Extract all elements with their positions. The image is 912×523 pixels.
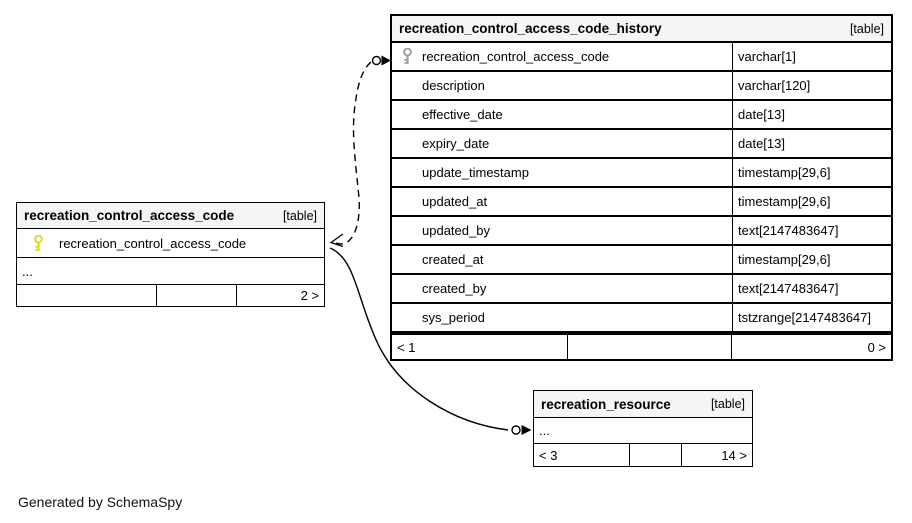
- table-tag: [table]: [282, 208, 317, 223]
- column-name: update_timestamp: [422, 165, 529, 180]
- footer-parent-count: [17, 285, 156, 306]
- table-footer: < 1 0 >: [392, 333, 891, 359]
- column-type: varchar[120]: [732, 72, 891, 99]
- column-row: updated_at timestamp[29,6]: [392, 188, 891, 217]
- column-row: recreation_control_access_code varchar[1…: [392, 43, 891, 72]
- table-recreation-resource: recreation_resource [table] ... < 3 14 >: [533, 390, 753, 467]
- column-type: date[13]: [732, 130, 891, 157]
- foreign-key-icon: [392, 48, 422, 65]
- generated-by-note: Generated by SchemaSpy: [18, 494, 183, 510]
- column-row: expiry_date date[13]: [392, 130, 891, 159]
- column-row: recreation_control_access_code: [17, 229, 324, 258]
- table-footer: < 3 14 >: [534, 443, 752, 466]
- column-name: effective_date: [422, 107, 503, 122]
- column-type: timestamp[29,6]: [732, 159, 891, 186]
- column-type: timestamp[29,6]: [732, 246, 891, 273]
- column-type: timestamp[29,6]: [732, 188, 891, 215]
- footer-middle: [567, 335, 731, 359]
- column-name: created_at: [422, 252, 484, 267]
- table-tag: [table]: [710, 397, 745, 411]
- column-row: created_at timestamp[29,6]: [392, 246, 891, 275]
- column-name: updated_at: [422, 194, 488, 209]
- column-row: created_by text[2147483647]: [392, 275, 891, 304]
- hidden-columns-ellipsis: ...: [17, 258, 324, 284]
- column-row: update_timestamp timestamp[29,6]: [392, 159, 891, 188]
- column-type: tstzrange[2147483647]: [732, 304, 891, 331]
- zero-circle-marker: [511, 425, 521, 435]
- footer-middle: [156, 285, 236, 306]
- footer-parent-count: < 1: [397, 339, 416, 355]
- footer-child-count: 14 >: [681, 444, 752, 466]
- table-recreation-control-access-code-history: recreation_control_access_code_history […: [390, 14, 893, 361]
- column-type: text[2147483647]: [732, 275, 891, 302]
- column-name: recreation_control_access_code: [59, 235, 247, 251]
- column-name: recreation_control_access_code: [422, 49, 610, 64]
- column-name: expiry_date: [422, 136, 490, 151]
- column-row: description varchar[120]: [392, 72, 891, 101]
- column-type: text[2147483647]: [732, 217, 891, 244]
- zero-circle-marker: [371, 55, 382, 66]
- table-title[interactable]: recreation_control_access_code: [24, 208, 235, 223]
- column-name: description: [422, 78, 485, 93]
- table-header[interactable]: recreation_resource [table]: [534, 391, 752, 418]
- column-type: date[13]: [732, 101, 891, 128]
- primary-key-icon: [17, 234, 59, 252]
- column-name: updated_by: [422, 223, 490, 238]
- table-title[interactable]: recreation_resource: [541, 396, 671, 412]
- column-row: effective_date date[13]: [392, 101, 891, 130]
- table-footer: 2 >: [17, 284, 324, 306]
- footer-middle: [629, 444, 681, 466]
- column-type: varchar[1]: [732, 43, 891, 70]
- table-title[interactable]: recreation_control_access_code_history: [399, 21, 662, 36]
- hidden-columns-ellipsis: ...: [534, 418, 752, 443]
- column-name: created_by: [422, 281, 487, 296]
- table-header[interactable]: recreation_control_access_code_history […: [392, 16, 891, 43]
- edge-dashed-main-to-history: [329, 55, 391, 248]
- chevron-marker: [329, 233, 344, 248]
- footer-child-count: 0 >: [731, 335, 891, 359]
- column-row: sys_period tstzrange[2147483647]: [392, 304, 891, 333]
- table-recreation-control-access-code: recreation_control_access_code [table] r…: [16, 202, 325, 307]
- footer-parent-count: < 3: [539, 447, 558, 463]
- footer-child-count: 2 >: [236, 285, 324, 306]
- table-header[interactable]: recreation_control_access_code [table]: [17, 203, 324, 229]
- table-tag: [table]: [849, 21, 884, 36]
- column-row: updated_by text[2147483647]: [392, 217, 891, 246]
- column-name: sys_period: [422, 310, 485, 325]
- arrowhead-icon: [521, 425, 532, 435]
